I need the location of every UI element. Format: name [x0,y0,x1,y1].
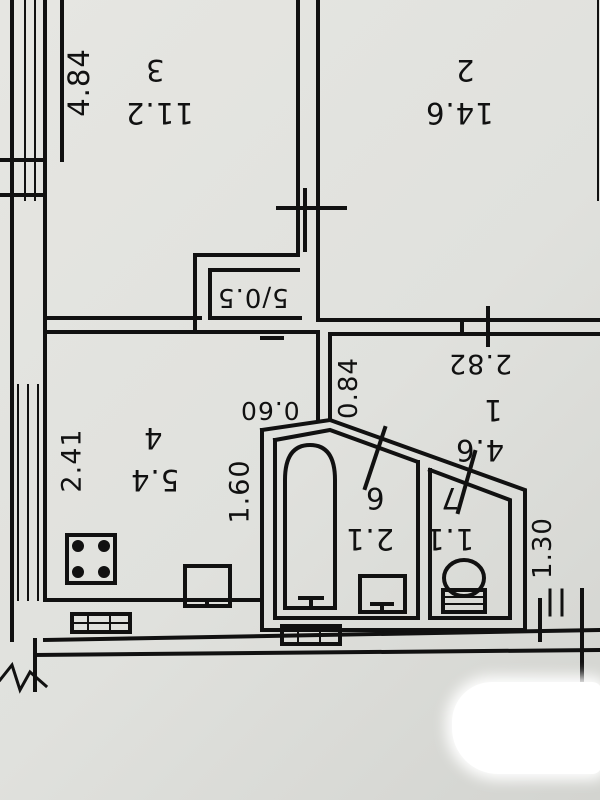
break-mark [0,661,49,694]
wall-small-dim: 0.60 [240,396,300,425]
room-4-number: 4 [143,421,163,455]
room-1-dim: 2.82 [448,348,513,379]
wc-inner [427,467,512,620]
white-smudge [452,682,600,774]
burner [72,540,84,552]
room7-slash [455,449,478,515]
room-2-number: 2 [455,53,475,87]
room-4-dim: 1.60 [224,459,256,524]
bottom-outer-wall-2 [32,647,600,658]
room6-slash [362,425,388,491]
room-6-area: 2.1 [345,522,395,556]
corridor-dim: 0.84 [333,357,364,419]
burner [98,566,110,578]
room-3-number: 3 [145,53,165,87]
burner [98,540,110,552]
room-3-side-dim: 4.84 [61,48,96,117]
room-3-area: 11.2 [125,96,194,130]
room-6-number: 6 [365,481,385,515]
toilet-tank [441,588,487,614]
bath-outline [259,417,527,632]
stove-icon [65,533,117,585]
room-2-area: 14.6 [425,96,494,130]
room-7-dim: 1.30 [527,517,558,579]
room-7-area: 1.1 [425,522,475,556]
room-1-number: 1 [483,393,503,427]
burner [72,566,84,578]
room-7-number: 7 [440,481,460,515]
bathtub-icon [283,442,337,610]
room-4-area: 5.4 [130,463,180,497]
room-1-area: 4.6 [455,433,505,467]
room-4-side-dim: 2.41 [56,428,88,493]
room-5-label: 5/0.5 [217,282,289,312]
